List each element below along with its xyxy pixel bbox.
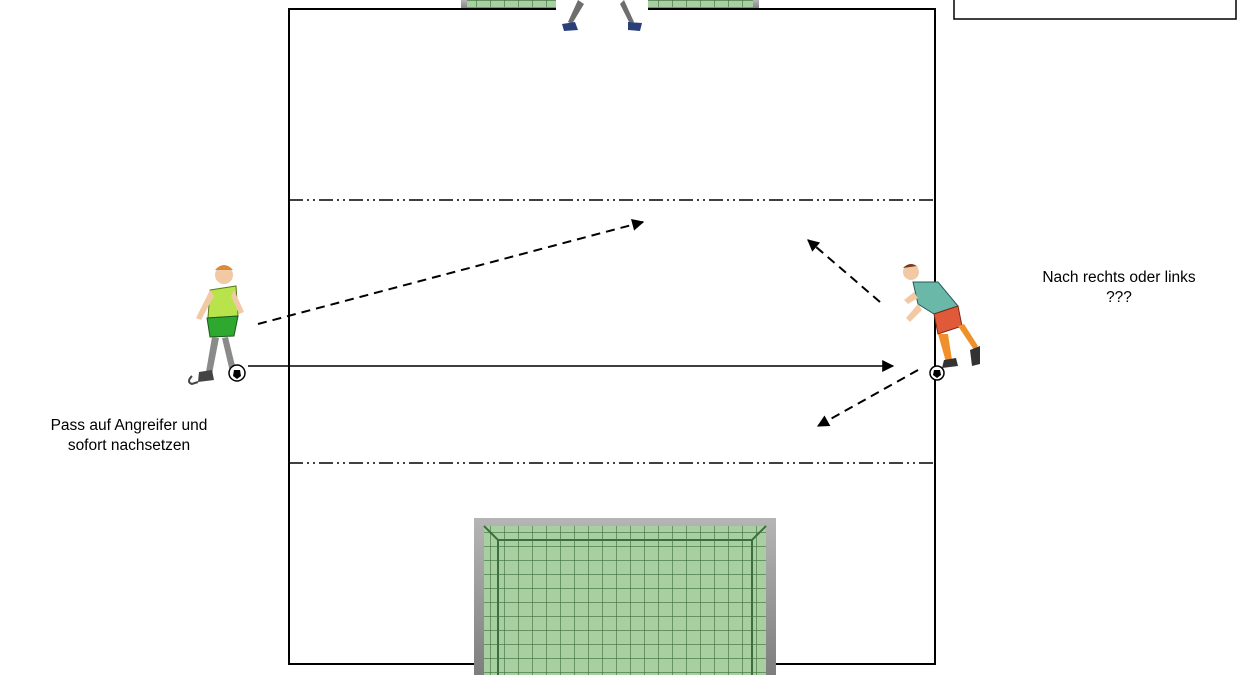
dribble-arrow-down bbox=[818, 370, 918, 426]
goal-bottom bbox=[289, 518, 935, 675]
direction-question-line2: ??? bbox=[1000, 288, 1238, 308]
goalkeeper-icon bbox=[556, 0, 648, 34]
direction-question-label: Nach rechts oder links ??? bbox=[1000, 268, 1238, 308]
soccer-ball-icon-attacker bbox=[930, 366, 944, 380]
soccer-ball-icon bbox=[229, 365, 245, 381]
pass-instruction-line1: Pass auf Angreifer und bbox=[0, 416, 258, 436]
info-box-edge bbox=[954, 0, 1236, 19]
soccer-player-dribbling-icon bbox=[903, 264, 980, 368]
pass-instruction-label: Pass auf Angreifer und sofort nachsetzen bbox=[0, 416, 258, 456]
pass-arrow-diagonal bbox=[258, 222, 643, 324]
pass-instruction-line2: sofort nachsetzen bbox=[0, 436, 258, 456]
dribble-arrow-up bbox=[808, 240, 880, 302]
direction-question-line1: Nach rechts oder links bbox=[1000, 268, 1238, 288]
